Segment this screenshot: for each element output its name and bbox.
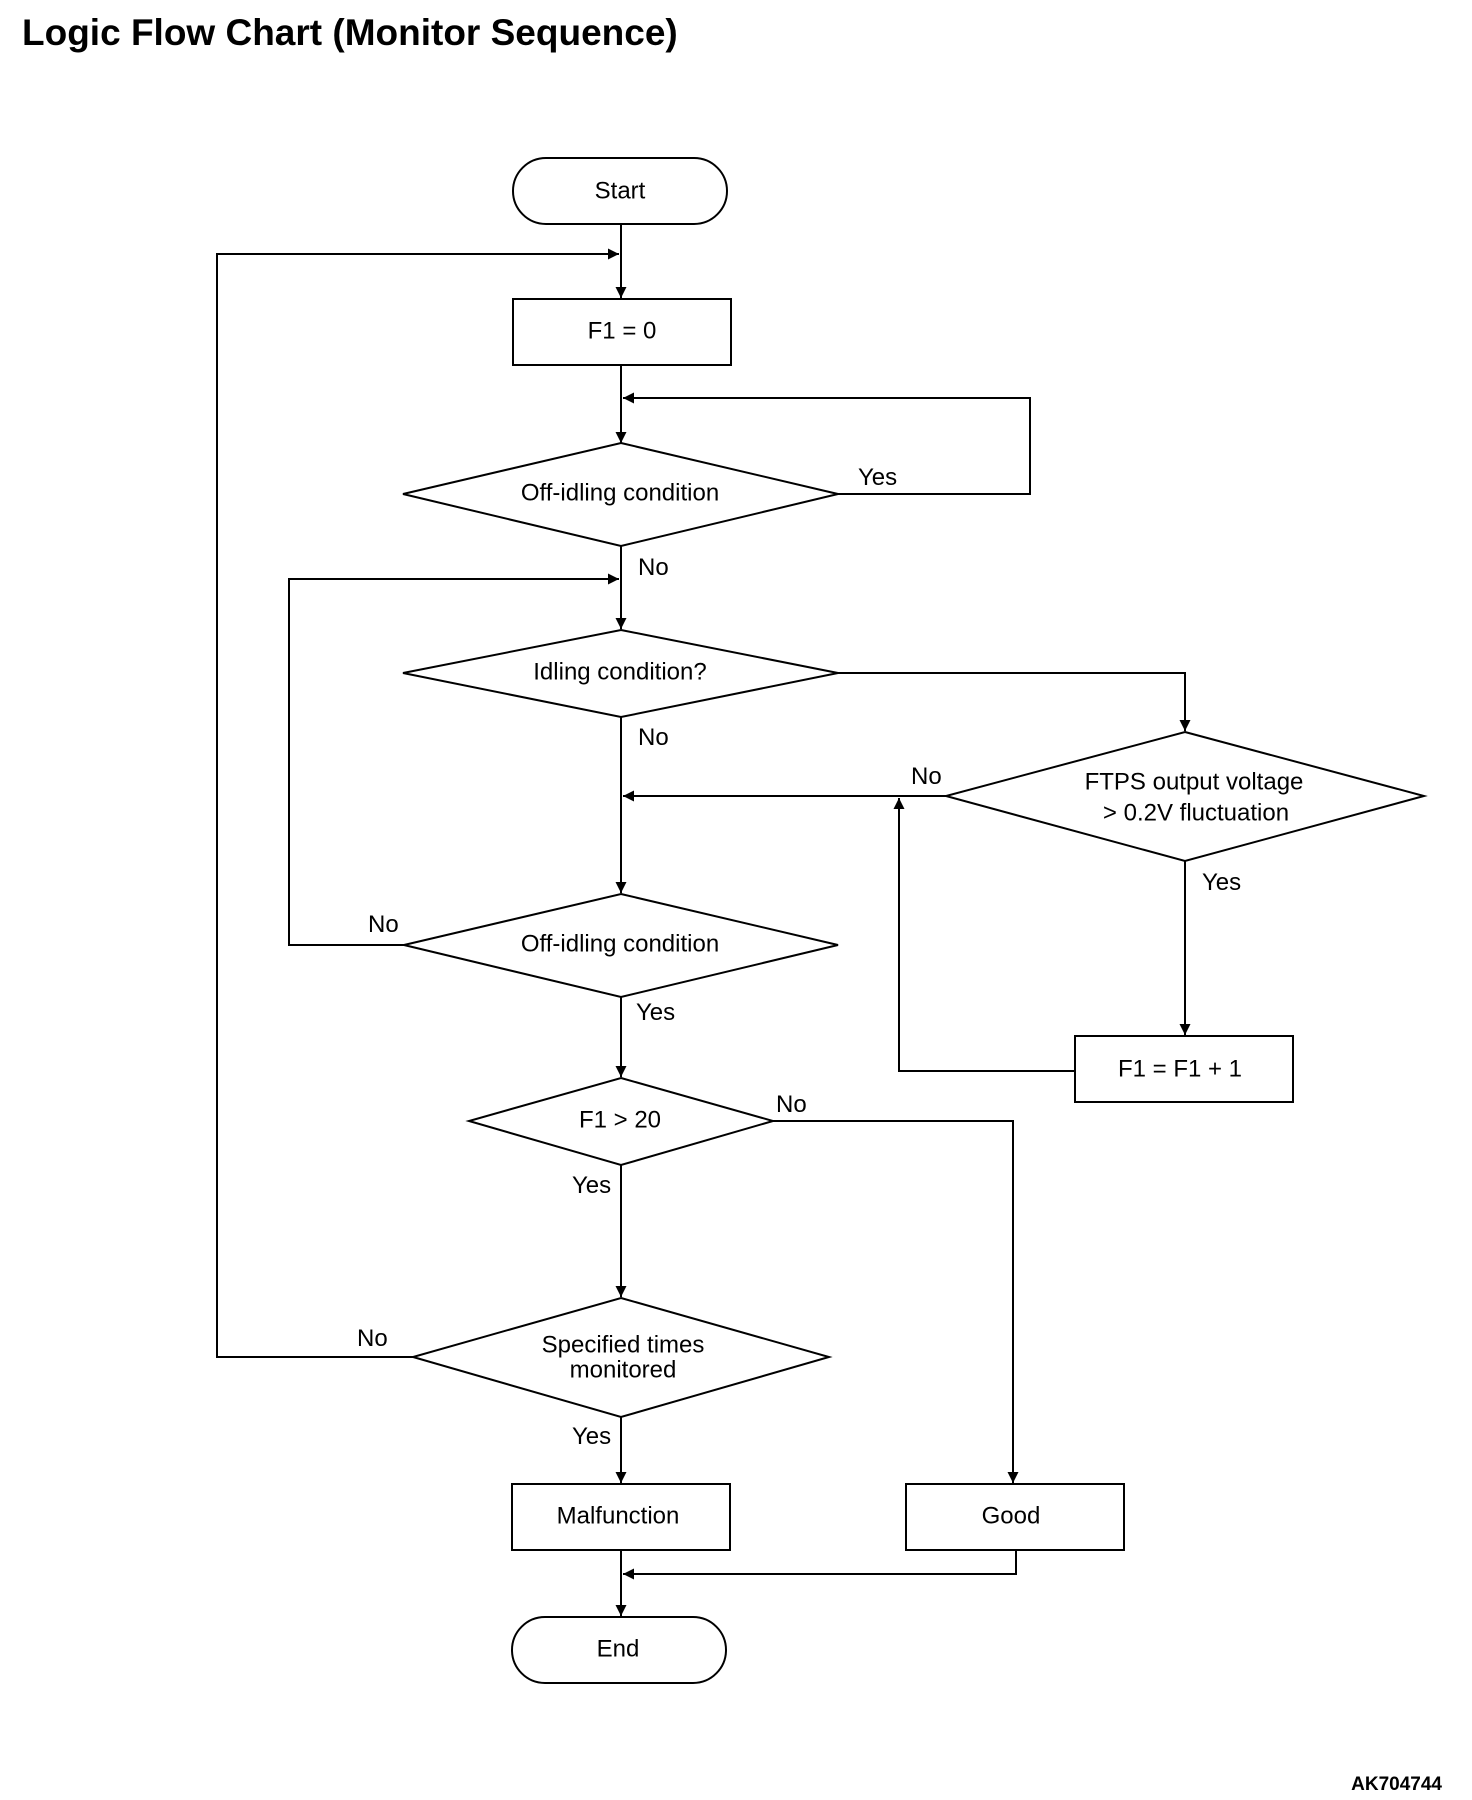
off-idling-1-label: Off-idling condition <box>521 479 719 506</box>
start-terminator <box>512 157 728 225</box>
edge-f1-increment-return <box>893 798 1075 1072</box>
edge-off-idling-2-no-loop <box>288 573 619 946</box>
good-label: Good <box>982 1502 1041 1529</box>
f1-zero-process <box>512 298 732 366</box>
start-label: Start <box>595 177 646 204</box>
end-terminator <box>511 1616 727 1684</box>
edge-specified-no-loop <box>216 248 619 1358</box>
f1-zero-label: F1 = 0 <box>588 317 657 344</box>
idling-label: Idling condition? <box>533 658 706 685</box>
ftps-decision <box>942 730 1428 863</box>
off-idling-2-label: Off-idling condition <box>521 930 719 957</box>
edge-label-f1-gt-20-yes: Yes <box>572 1172 611 1199</box>
edge-label-off-idling-1-yes: Yes <box>858 464 897 491</box>
specified-label-line2: monitored <box>570 1356 677 1383</box>
edge-good-to-end <box>623 1550 1017 1580</box>
ftps-label-line2: > 0.2V fluctuation <box>1103 799 1289 826</box>
off-idling-1-decision <box>402 441 839 548</box>
f1-increment-label: F1 = F1 + 1 <box>1118 1055 1242 1082</box>
off-idling-2-decision <box>403 892 839 999</box>
edge-label-off-idling-1-no: No <box>638 554 669 581</box>
specified-decision <box>409 1296 833 1419</box>
edge-idling-to-ftps <box>838 672 1191 731</box>
edge-label-ftps-no: No <box>911 763 942 790</box>
end-label: End <box>597 1635 640 1662</box>
ftps-label-line1: FTPS output voltage <box>1085 768 1304 795</box>
edge-f1-gt-20-to-good <box>773 1120 1019 1483</box>
good-process <box>905 1483 1125 1551</box>
edge-off-idling-1-yes-loop <box>623 392 1031 495</box>
malfunction-process <box>511 1483 731 1551</box>
specified-label-line1: Specified times <box>542 1331 705 1358</box>
f1-gt-20-decision <box>465 1076 777 1167</box>
idling-decision <box>402 628 839 719</box>
f1-gt-20-label: F1 > 20 <box>579 1106 661 1133</box>
edge-label-specified-yes: Yes <box>572 1423 611 1450</box>
edge-label-off-idling-2-no: No <box>368 911 399 938</box>
edge-label-f1-gt-20-no: No <box>776 1091 807 1118</box>
figure-id: AK704744 <box>1351 1774 1442 1795</box>
malfunction-label: Malfunction <box>557 1502 680 1529</box>
edge-label-off-idling-2-yes: Yes <box>636 999 675 1026</box>
page-title: Logic Flow Chart (Monitor Sequence) <box>22 12 678 53</box>
edge-label-idling-no: No <box>638 724 669 751</box>
f1-increment-process <box>1074 1035 1294 1103</box>
edge-label-ftps-yes: Yes <box>1202 869 1241 896</box>
edge-label-specified-no: No <box>357 1325 388 1352</box>
